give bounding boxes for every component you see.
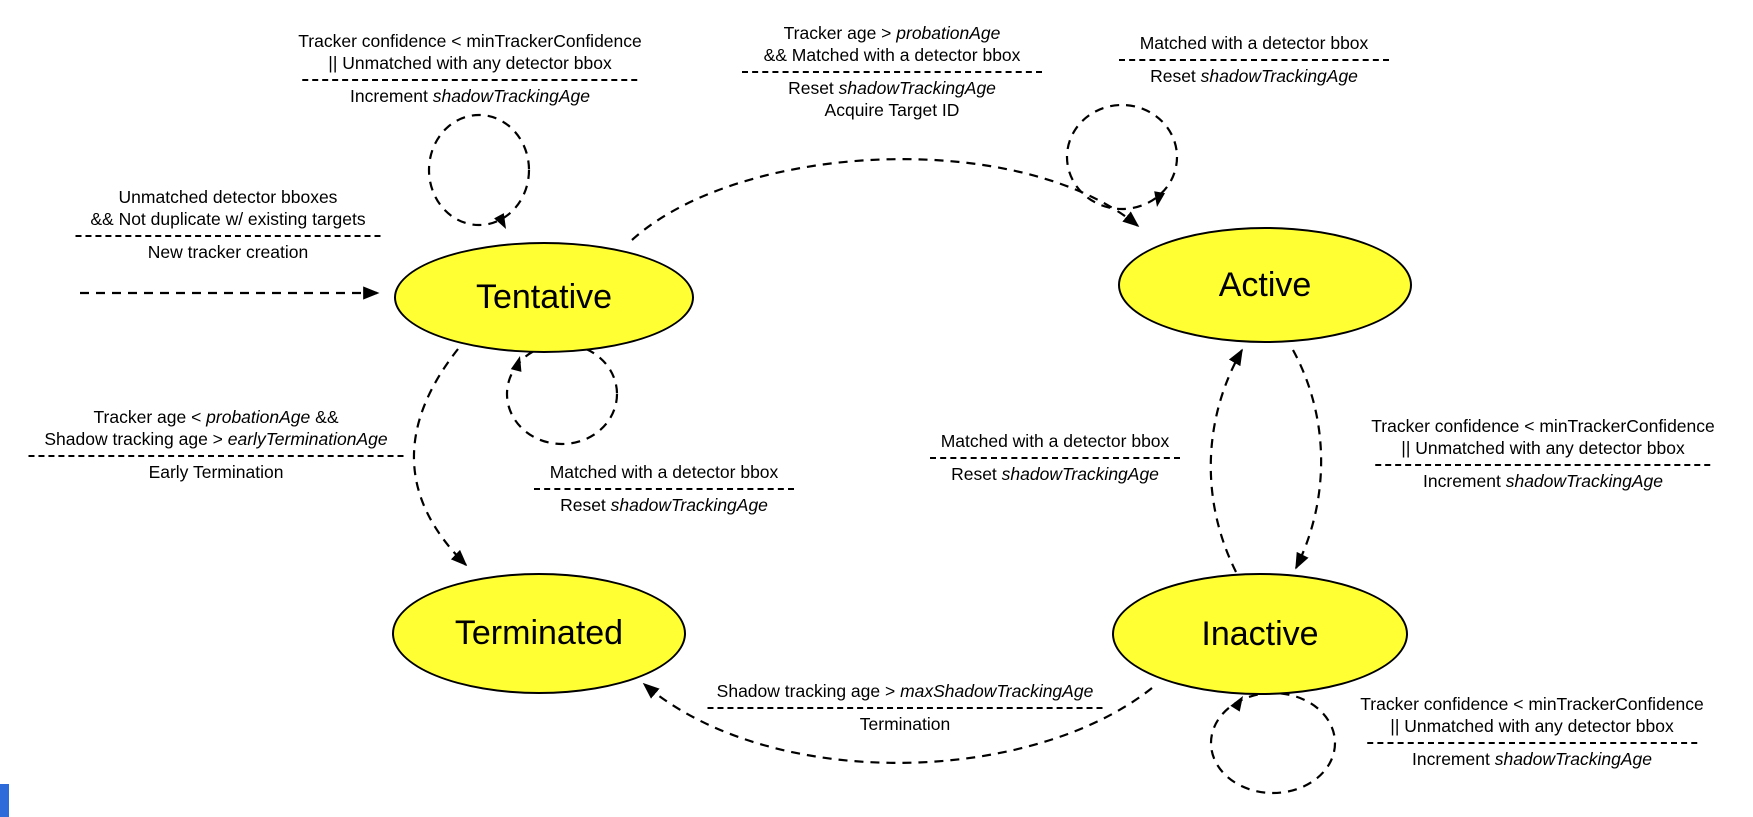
condition-line: && Not duplicate w/ existing targets <box>90 209 366 229</box>
condition-line: Tracker confidence < minTrackerConfidenc… <box>1371 416 1715 436</box>
condition-line: && Matched with a detector bbox <box>763 45 1021 65</box>
action-line: Termination <box>859 714 951 734</box>
divider <box>1119 59 1389 61</box>
condition-line: || Unmatched with any detector bbox <box>1401 438 1685 458</box>
blue-corner-artifact <box>0 784 9 817</box>
loop-tentative-bottom <box>505 342 619 446</box>
divider <box>534 488 794 490</box>
action-line: Reset shadowTrackingAge <box>560 495 768 515</box>
condition-line: Matched with a detector bbox <box>940 431 1170 451</box>
loop-tentative-top <box>427 113 531 227</box>
divider <box>1375 464 1711 466</box>
divider <box>75 235 381 237</box>
label-early-termination: Tracker age < probationAge && Shadow tra… <box>28 406 404 483</box>
divider <box>930 457 1180 459</box>
state-inactive-label: Inactive <box>1201 614 1319 653</box>
arrowhead-tentative-bottom-loop <box>510 356 522 372</box>
label-inactive-self: Tracker confidence < minTrackerConfidenc… <box>1360 693 1704 770</box>
label-active-to-inactive: Tracker confidence < minTrackerConfidenc… <box>1371 415 1715 492</box>
condition-line: Tracker confidence < minTrackerConfidenc… <box>1360 694 1704 714</box>
condition-line: Tracker confidence < minTrackerConfidenc… <box>298 31 642 51</box>
divider <box>1366 742 1697 744</box>
arrow-termination <box>642 682 1153 764</box>
condition-line: Shadow tracking age > maxShadowTrackingA… <box>716 681 1094 701</box>
loop-active-top <box>1065 103 1179 211</box>
arrow-active-to-inactive <box>1292 349 1323 570</box>
condition-line: || Unmatched with any detector bbox <box>328 53 612 73</box>
condition-line: Matched with a detector bbox <box>549 462 779 482</box>
state-inactive: Inactive <box>1112 573 1408 695</box>
arrowhead-active-top-loop <box>1154 191 1166 207</box>
label-inactive-to-active: Matched with a detector bbox Reset shado… <box>930 430 1180 485</box>
action-line: Early Termination <box>148 462 284 482</box>
action-line: Reset shadowTrackingAge <box>788 78 996 98</box>
arrow-early-termination <box>412 348 468 567</box>
label-tentative-self-top: Tracker confidence < minTrackerConfidenc… <box>298 30 642 107</box>
arrowhead-inactive-bottom-loop <box>1230 696 1243 712</box>
arrow-tentative-to-active <box>631 158 1140 241</box>
condition-line: Tracker age < probationAge && <box>93 407 339 427</box>
arrowhead-tentative-top-loop <box>494 213 506 229</box>
state-terminated: Terminated <box>392 573 686 694</box>
action-line: Increment shadowTrackingAge <box>1423 471 1663 491</box>
condition-line: Unmatched detector bboxes <box>118 187 338 207</box>
state-active-label: Active <box>1218 265 1312 304</box>
state-active: Active <box>1118 227 1412 343</box>
arrow-inactive-to-active <box>1209 348 1243 573</box>
condition-line: Matched with a detector bbox <box>1139 33 1369 53</box>
label-new-tracker: Unmatched detector bboxes && Not duplica… <box>75 186 381 263</box>
action-line: New tracker creation <box>147 242 309 262</box>
divider <box>302 79 638 81</box>
action-line: Reset shadowTrackingAge <box>951 464 1159 484</box>
action-line: Increment shadowTrackingAge <box>1412 749 1652 769</box>
label-tentative-to-active: Tracker age > probationAge && Matched wi… <box>742 22 1042 121</box>
label-termination: Shadow tracking age > maxShadowTrackingA… <box>707 680 1103 735</box>
label-active-self: Matched with a detector bbox Reset shado… <box>1119 32 1389 87</box>
state-tentative-label: Tentative <box>475 278 613 316</box>
condition-line: || Unmatched with any detector bbox <box>1390 716 1674 736</box>
label-tentative-self-bottom: Matched with a detector bbox Reset shado… <box>534 461 794 516</box>
state-tentative: Tentative <box>394 242 694 353</box>
divider <box>742 71 1042 73</box>
condition-line: Tracker age > probationAge <box>783 23 1001 43</box>
action-line: Reset shadowTrackingAge <box>1150 66 1358 86</box>
divider <box>707 707 1103 709</box>
state-terminated-label: Terminated <box>454 614 624 652</box>
loop-inactive-bottom <box>1209 691 1337 795</box>
divider <box>28 455 404 457</box>
condition-line: Shadow tracking age > earlyTerminationAg… <box>44 429 388 449</box>
action-line: Acquire Target ID <box>824 100 960 120</box>
action-line: Increment shadowTrackingAge <box>350 86 590 106</box>
